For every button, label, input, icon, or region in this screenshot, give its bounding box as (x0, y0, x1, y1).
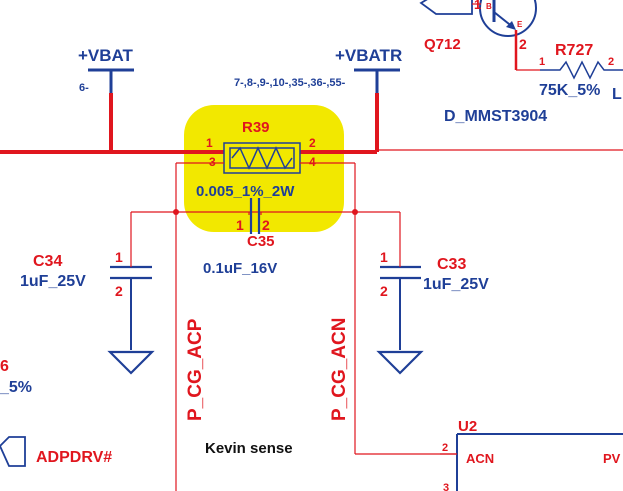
u2-ref: U2 (458, 418, 477, 435)
c34-pin2: 2 (115, 283, 123, 299)
r39-pin2: 2 (309, 136, 316, 150)
vbat-label: +VBAT (78, 46, 134, 65)
left-partial-value: _5% (0, 379, 32, 396)
r727-value: 75K_5% (539, 82, 600, 99)
r727-pin2: 2 (608, 56, 614, 68)
u2-body (440, 433, 623, 491)
c34-value: 1uF_25V (20, 273, 86, 290)
q712-pin-b-num: 1 (474, 0, 481, 12)
c35-ref: C35 (247, 233, 275, 250)
q712-part: D_MMST3904 (444, 108, 547, 125)
vbatr-pins-label: 7-,8-,9-,10-,35-,36-,55- (234, 77, 346, 89)
u2-pin3-num: 3 (443, 482, 449, 491)
vbatr-symbol (354, 68, 400, 93)
c35-symbol (249, 198, 261, 234)
vbat-pin-label: 6- (79, 82, 89, 94)
c34-pin1: 1 (115, 249, 123, 265)
u2-pin2-name: ACN (466, 451, 494, 466)
c34-ref: C34 (33, 253, 62, 270)
r727-ref: R727 (555, 42, 593, 59)
c34-symbol (107, 246, 155, 375)
q712-ref: Q712 (424, 36, 461, 53)
q712-pin-e-num: 2 (519, 36, 527, 52)
q712-symbol (479, 0, 540, 71)
q712-input-port (419, 0, 481, 15)
u2-pin2-num: 2 (442, 442, 448, 454)
c33-symbol (376, 246, 424, 375)
c35-pin2: 2 (262, 217, 270, 233)
left-partial-ref: 6 (0, 358, 9, 375)
adpdrv-port (0, 436, 26, 467)
q712-pin-b: B (486, 2, 492, 11)
r727-pin1: 1 (539, 56, 545, 68)
junction-dot (173, 209, 179, 215)
vbat-symbol (88, 68, 134, 93)
vbatr-label: +VBATR (335, 46, 402, 65)
junction-dot (352, 209, 358, 215)
main-power-rail (0, 93, 379, 154)
c33-pin2: 2 (380, 283, 388, 299)
r39-pin3: 3 (209, 155, 216, 169)
kevin-sense-note: Kevin sense (205, 440, 293, 457)
r39-value: 0.005_1%_2W (196, 183, 295, 200)
r727-value-tail: L (612, 86, 622, 103)
r39-symbol (223, 142, 301, 174)
c35-pin1: 1 (236, 217, 244, 233)
c33-ref: C33 (437, 256, 466, 273)
adpdrv-label: ADPDRV# (36, 449, 112, 466)
r39-ref: R39 (242, 119, 270, 136)
r39-sense-leads (175, 162, 356, 212)
net-p-cg-acp: P_CG_ACP (185, 318, 206, 421)
q712-pin-e: E (517, 20, 523, 29)
r39-pin1: 1 (206, 136, 213, 150)
net-p-cg-acn: P_CG_ACN (329, 318, 350, 421)
c33-pin1: 1 (380, 249, 388, 265)
c33-value: 1uF_25V (423, 276, 489, 293)
c35-value: 0.1uF_16V (203, 260, 277, 277)
u2-pin-right: PV (603, 451, 621, 466)
r727-symbol (540, 60, 623, 80)
r39-pin4: 4 (309, 155, 316, 169)
